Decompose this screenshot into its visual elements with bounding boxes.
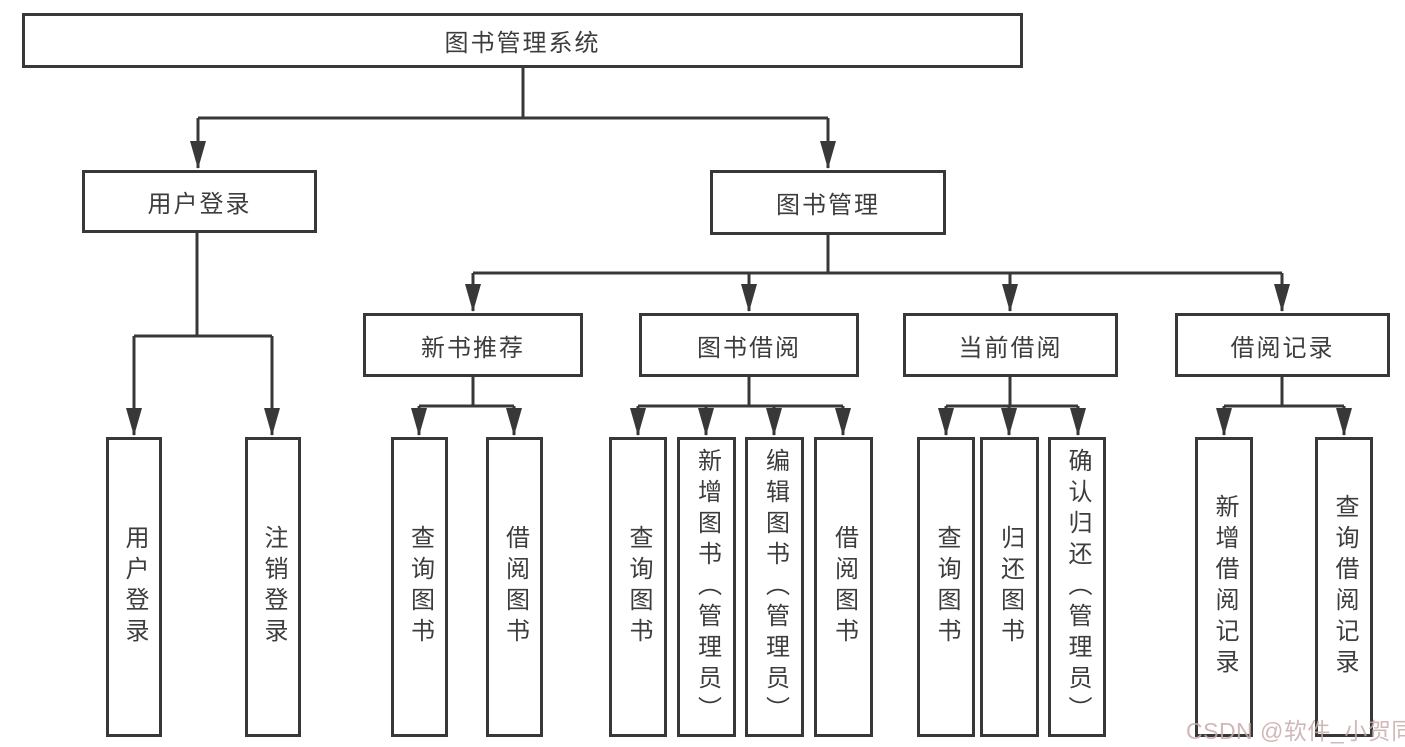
leaf-user-login: 用户登录 [106,437,162,737]
node-book-borrowing: 图书借阅 [639,313,859,377]
node-borrowing-records: 借阅记录 [1175,313,1390,377]
csdn-watermark: CSDN @软件_小贺同学 [1186,718,1405,744]
leaf-add-borrow-record: 新增借阅记录 [1195,437,1253,737]
node-user-login: 用户登录 [82,170,317,233]
leaf-confirm-return-admin: 确认归还（管理员） [1048,437,1106,737]
node-book-management: 图书管理 [710,170,946,235]
leaf-query-books-recommend: 查询图书 [391,437,448,737]
leaf-query-books-current: 查询图书 [917,437,975,737]
leaf-add-books-admin: 新增图书（管理员） [677,437,736,737]
edge-group [126,68,1352,436]
leaf-borrow-books: 借阅图书 [814,437,873,737]
leaf-query-books-borrowing: 查询图书 [609,437,667,737]
leaf-logout: 注销登录 [245,437,301,737]
leaf-query-borrow-record: 查询借阅记录 [1315,437,1373,737]
node-current-borrowing: 当前借阅 [903,313,1118,377]
leaf-borrow-books-recommend: 借阅图书 [486,437,543,737]
leaf-return-books: 归还图书 [980,437,1039,737]
leaf-edit-books-admin: 编辑图书（管理员） [745,437,804,737]
node-new-book-recommend: 新书推荐 [363,313,583,377]
node-root-system: 图书管理系统 [22,13,1023,68]
